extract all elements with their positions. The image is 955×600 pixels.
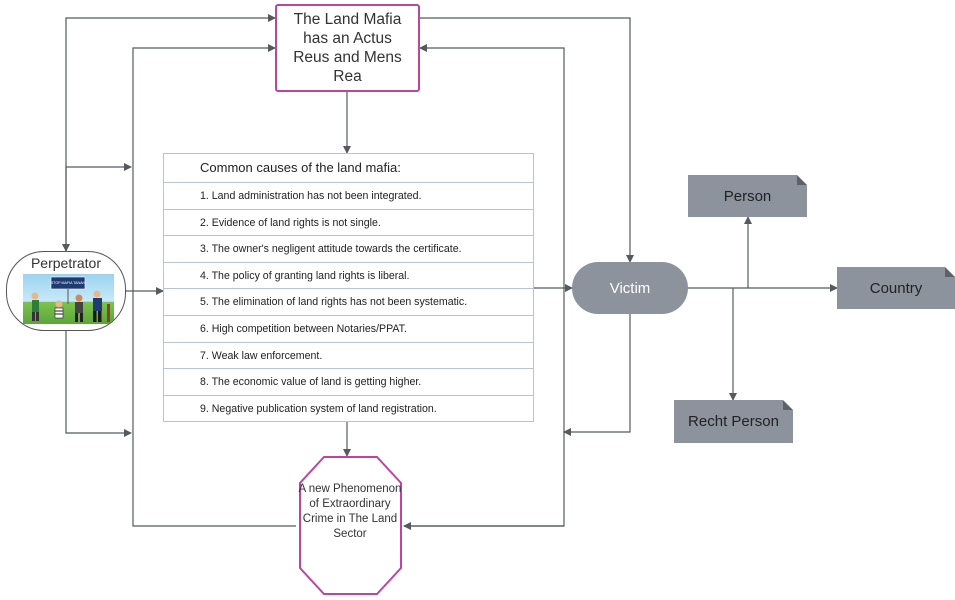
victim-label: Victim [609,279,651,297]
perpetrator-node: Perpetrator STOP MAFIA TANAH [6,251,126,331]
perpetrator-label: Perpetrator [30,255,102,271]
arrow-victim-lower [563,307,634,436]
country-label: Country [869,279,923,297]
stop-mafia-sign: STOP MAFIA TANAH [51,281,86,285]
recht-person-label: Recht Person [688,413,779,430]
cause-item: 7. Weak law enforcement. [164,343,533,370]
country-node: Country [837,267,955,309]
cause-item: 3. The owner's negligent attitude toward… [164,236,533,263]
cause-item: 1. Land administration has not been inte… [164,183,533,210]
land-mafia-node: The Land Mafia has an Actus Reus and Men… [275,4,420,92]
land-mafia-label: The Land Mafia has an Actus Reus and Men… [293,11,402,85]
cause-item: 9. Negative publication system of land r… [200,402,437,415]
new-phenomenon-label: A new Phenomenon of Extraordinary Crime … [298,483,402,540]
cause-item: 4. The policy of granting land rights is… [164,263,533,290]
arrow-perp-to-causes-lower [65,331,132,437]
arrow-bottom-to-top-left [132,44,296,527]
cause-item: 8. The economic value of land is getting… [164,369,533,396]
cause-item: 5. The elimination of land rights has no… [164,289,533,316]
causes-list: Common causes of the land mafia: 1. Land… [163,153,534,422]
person-label: Person [723,187,772,205]
perpetrator-illustration: STOP MAFIA TANAH [23,274,114,324]
person-node: Person [688,175,807,217]
causes-title: Common causes of the land mafia: [164,154,533,183]
cause-item: 2. Evidence of land rights is not single… [164,210,533,237]
bottom-node-shape [299,456,402,595]
arrow-top-to-victim [420,17,634,263]
cause-item: 6. High competition between Notaries/PPA… [164,316,533,343]
recht-person-node: Recht Person [674,400,793,443]
victim-node: Victim [572,262,688,314]
